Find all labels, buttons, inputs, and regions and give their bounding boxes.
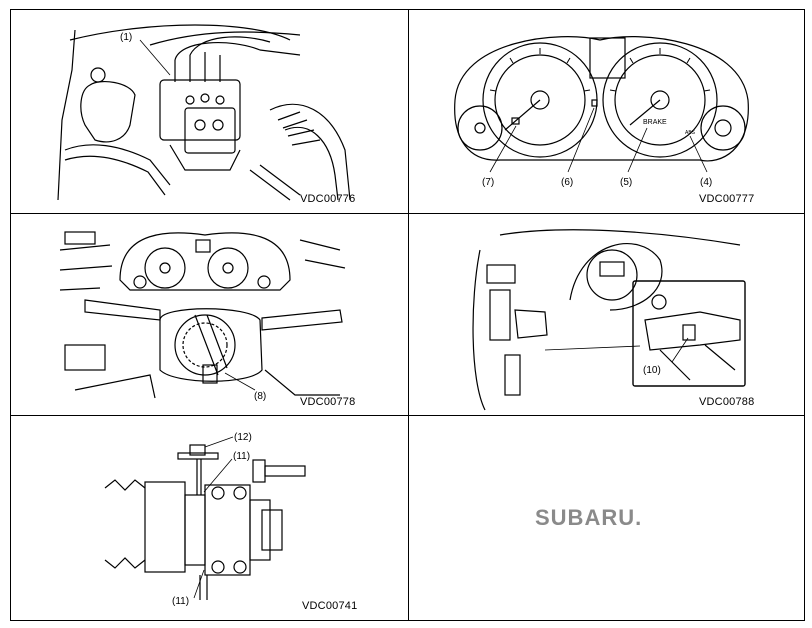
- callout-6: (6): [561, 177, 573, 188]
- callout-5: (5): [620, 177, 632, 188]
- callout-10: (10): [643, 365, 661, 376]
- callout-11-lower: (11): [172, 596, 189, 607]
- callout-4: (4): [700, 177, 712, 188]
- panel-2-code: VDC00777: [699, 193, 755, 205]
- callout-12: (12): [234, 432, 252, 443]
- panel-5-code: VDC00741: [302, 600, 358, 612]
- panel-4-code: VDC00788: [699, 396, 755, 408]
- illustration-grid: [10, 9, 805, 621]
- subaru-logo: SUBARU.: [535, 505, 643, 530]
- panel-1-code: VDC00776: [300, 193, 356, 205]
- callout-1: (1): [120, 32, 132, 43]
- abs-warning-text: ABS: [685, 130, 696, 136]
- callout-7: (7): [482, 177, 494, 188]
- grid-row-divider-1: [11, 213, 804, 214]
- callout-8: (8): [254, 391, 266, 402]
- panel-3-code: VDC00778: [300, 396, 356, 408]
- brake-warning-text: BRAKE: [643, 119, 667, 126]
- grid-vertical-divider: [408, 10, 409, 620]
- callout-11-upper: (11): [233, 451, 250, 462]
- grid-row-divider-2: [11, 415, 804, 416]
